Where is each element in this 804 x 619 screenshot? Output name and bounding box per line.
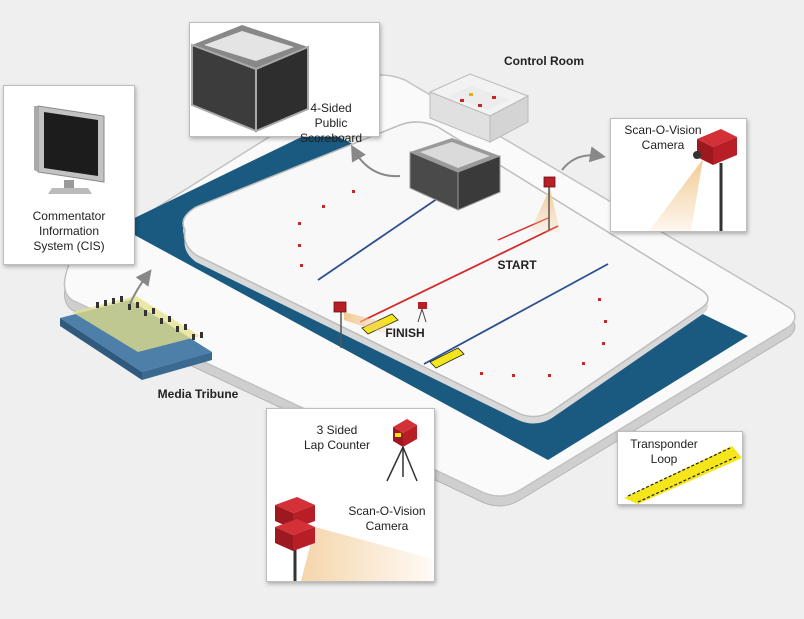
control-room [428, 73, 530, 143]
finish-label: FINISH [385, 326, 425, 340]
transponder-label: Transponder Loop [630, 437, 698, 466]
cis-card: Commentator Information System (CIS) [3, 85, 135, 265]
scan-camera-top-label: Scan-O-Vision Camera [624, 123, 702, 152]
rink-scoreboard [409, 138, 501, 211]
start-label: START [497, 258, 537, 272]
lap-counter-label: 3 Sided Lap Counter [303, 423, 371, 452]
ice-markers [298, 190, 607, 377]
scoreboard-illustration [191, 25, 309, 133]
callout-arrows [129, 144, 606, 305]
cis-label: Commentator Information System (CIS) [32, 209, 106, 253]
media-tribune-label: Media Tribune [157, 387, 239, 401]
blue-line-left [317, 189, 451, 281]
control-room-label: Control Room [504, 54, 584, 68]
scan-camera-bottom-label: Scan-O-Vision Camera [348, 504, 426, 533]
media-tribune [60, 296, 212, 380]
lap-counter-card: 3 Sided Lap Counter Scan-O-Vision Camera [266, 408, 435, 582]
red-center-line [359, 225, 559, 323]
ice-rink [182, 121, 709, 424]
start-camera [530, 176, 560, 232]
transponder-card: Transponder Loop [617, 431, 743, 505]
lap-counter-illustration [275, 419, 433, 581]
monitor-icon [34, 105, 105, 194]
transponder-illustration [624, 446, 742, 504]
finish-tripod [417, 302, 427, 323]
blue-line-right [423, 263, 609, 365]
scan-camera-illustration [649, 129, 737, 231]
finish-camera [333, 301, 392, 348]
scan-camera-top-card: Scan-O-Vision Camera [610, 118, 747, 232]
scoreboard-label: 4-Sided Public Scoreboard [299, 101, 363, 145]
scoreboard-card: 4-Sided Public Scoreboard [189, 22, 380, 145]
